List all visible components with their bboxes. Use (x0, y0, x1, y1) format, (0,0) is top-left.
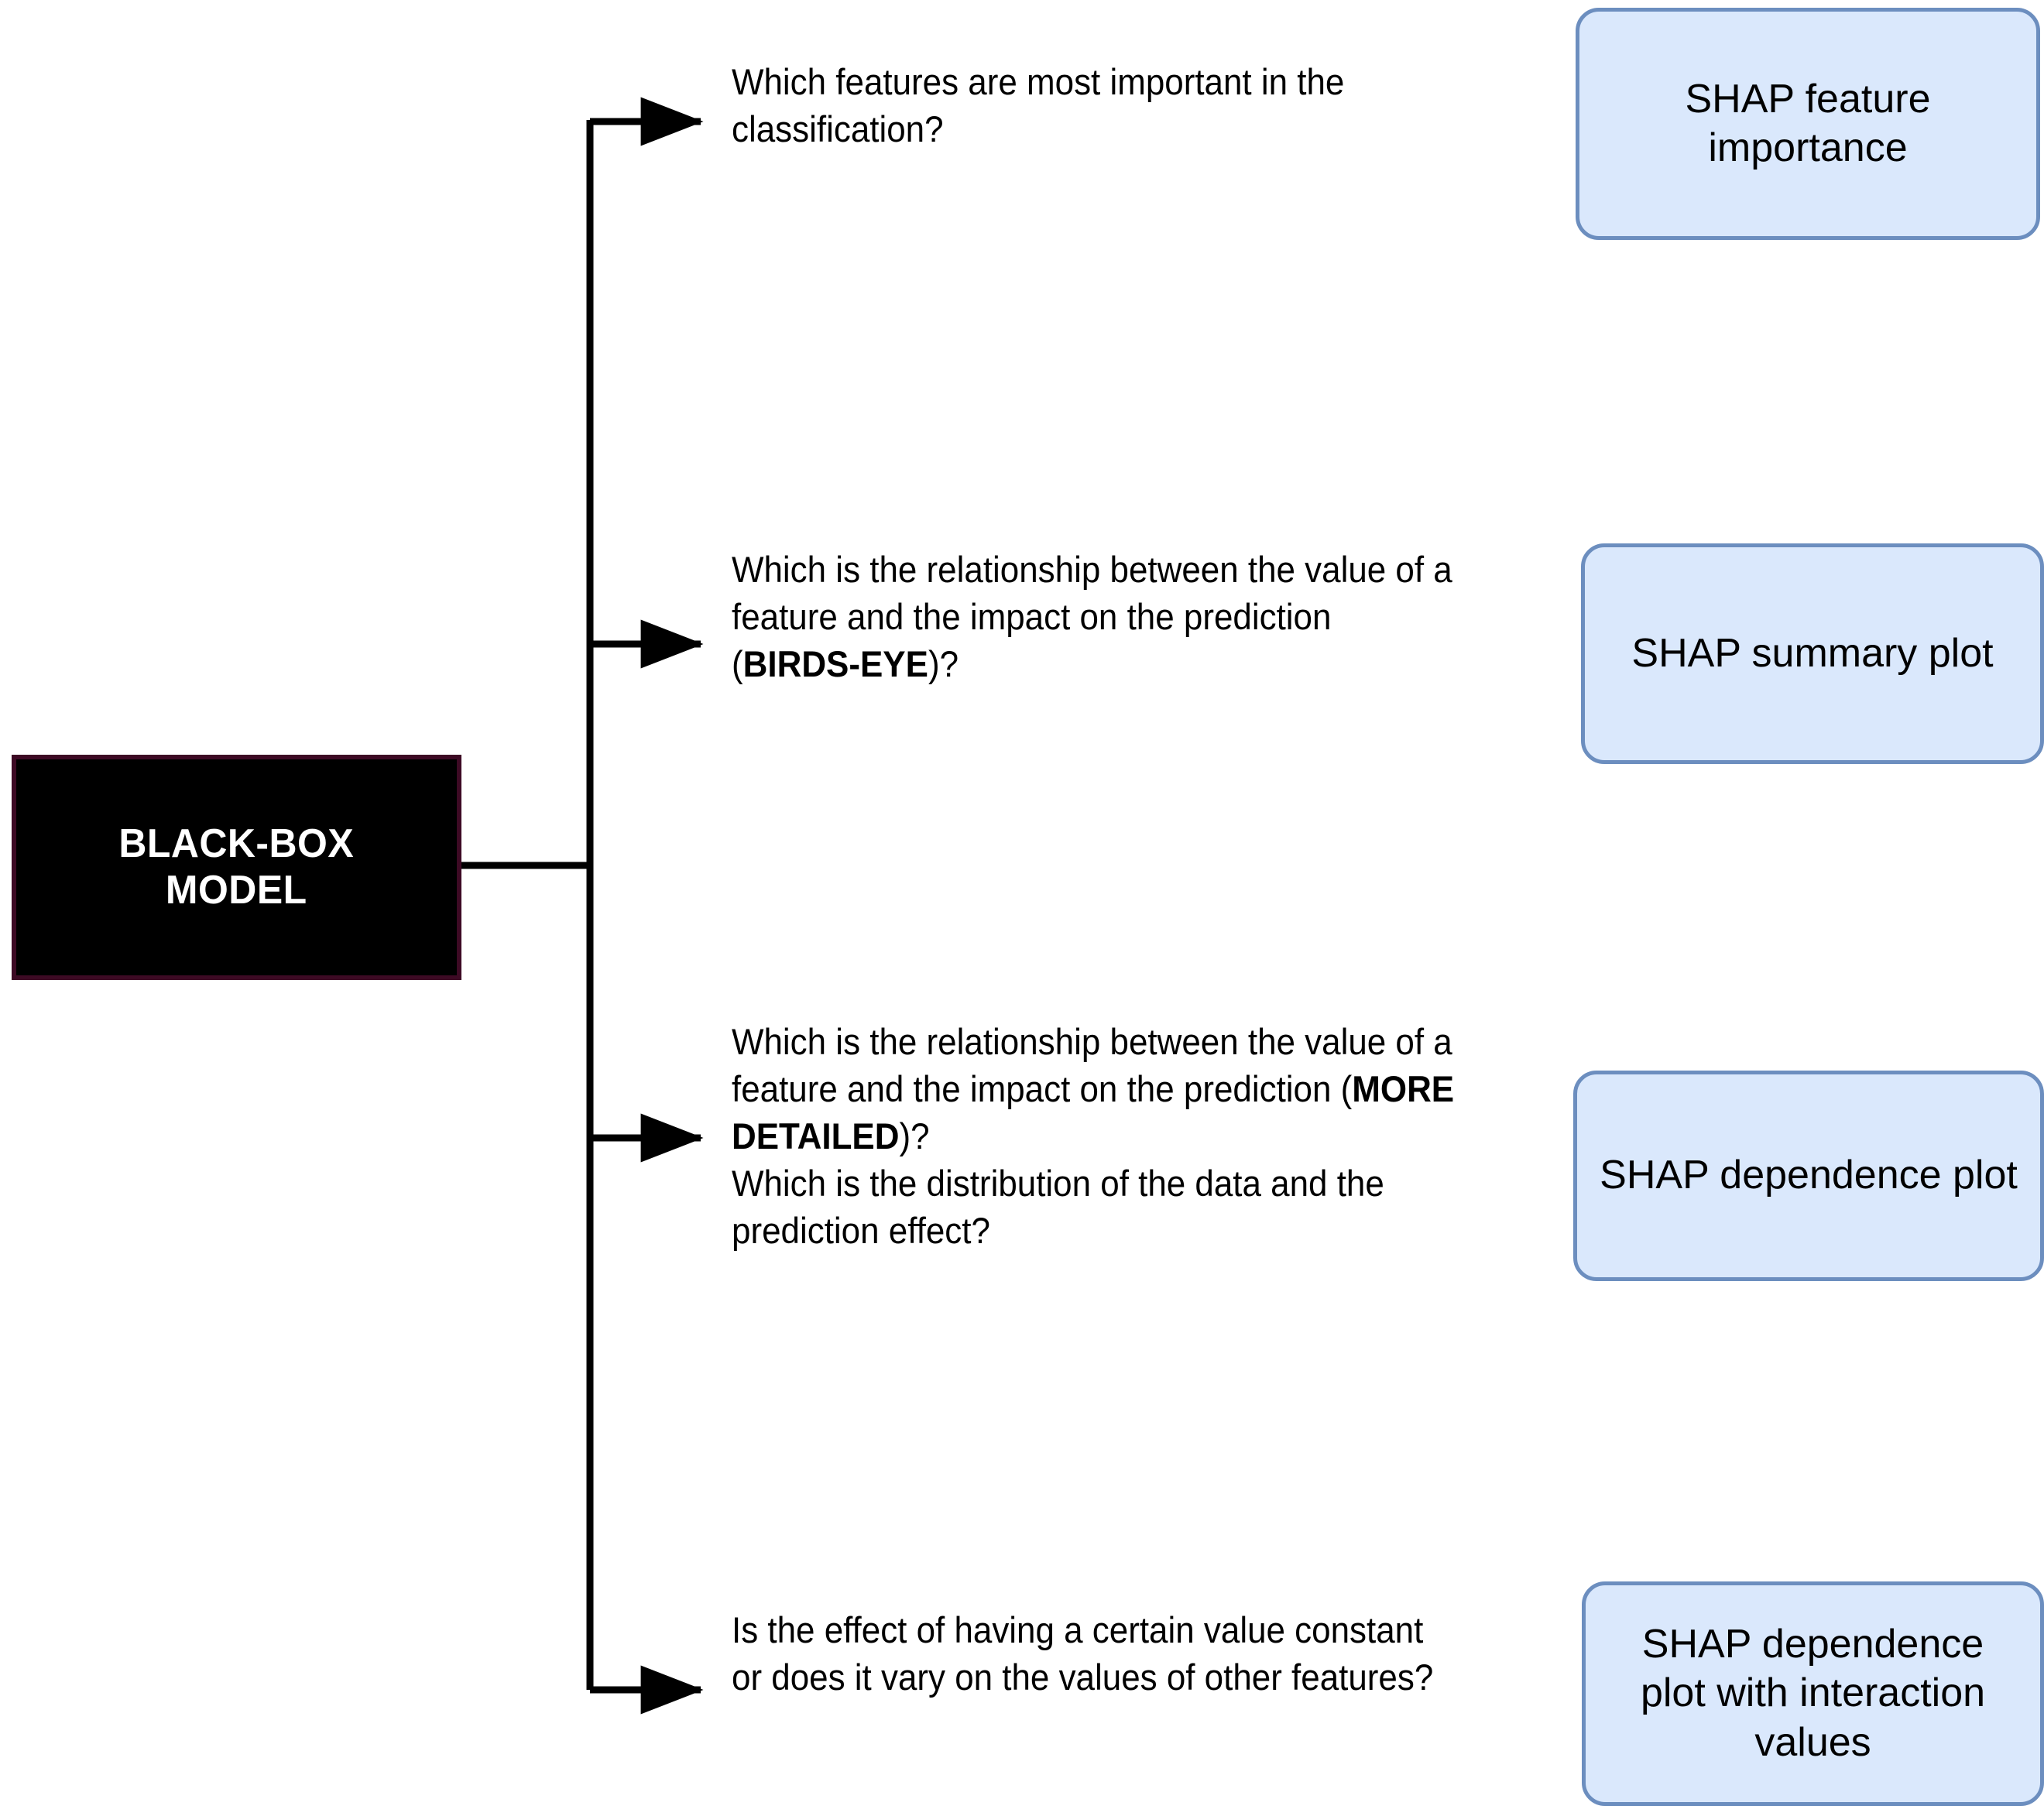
answer-box-shap-dependence-plot[interactable]: SHAP dependence plot (1573, 1071, 2044, 1281)
answer-box-label-1: SHAP feature importance (1685, 76, 1931, 170)
answer-box-shap-dependence-plot-interaction[interactable]: SHAP dependence plot with interaction va… (1582, 1581, 2044, 1806)
question-text-4: Is the effect of having a certain value … (732, 1609, 1434, 1698)
answer-box-label-4: SHAP dependence plot with interaction va… (1640, 1621, 1986, 1765)
black-box-model-label: BLACK-BOX MODEL (118, 821, 355, 913)
answer-box-shap-summary-plot[interactable]: SHAP summary plot (1581, 543, 2044, 764)
question-text-3: Which is the relationship between the va… (732, 1021, 1464, 1252)
question-text-2: Which is the relationship between the va… (732, 549, 1462, 685)
answer-box-label-3: SHAP dependence plot (1600, 1153, 2018, 1198)
question-text-1: Which features are most important in the… (732, 61, 1354, 150)
answer-box-label-2: SHAP summary plot (1631, 630, 1994, 676)
answer-box-shap-feature-importance[interactable]: SHAP feature importance (1576, 8, 2040, 240)
black-box-model-node: BLACK-BOX MODEL (12, 755, 461, 980)
